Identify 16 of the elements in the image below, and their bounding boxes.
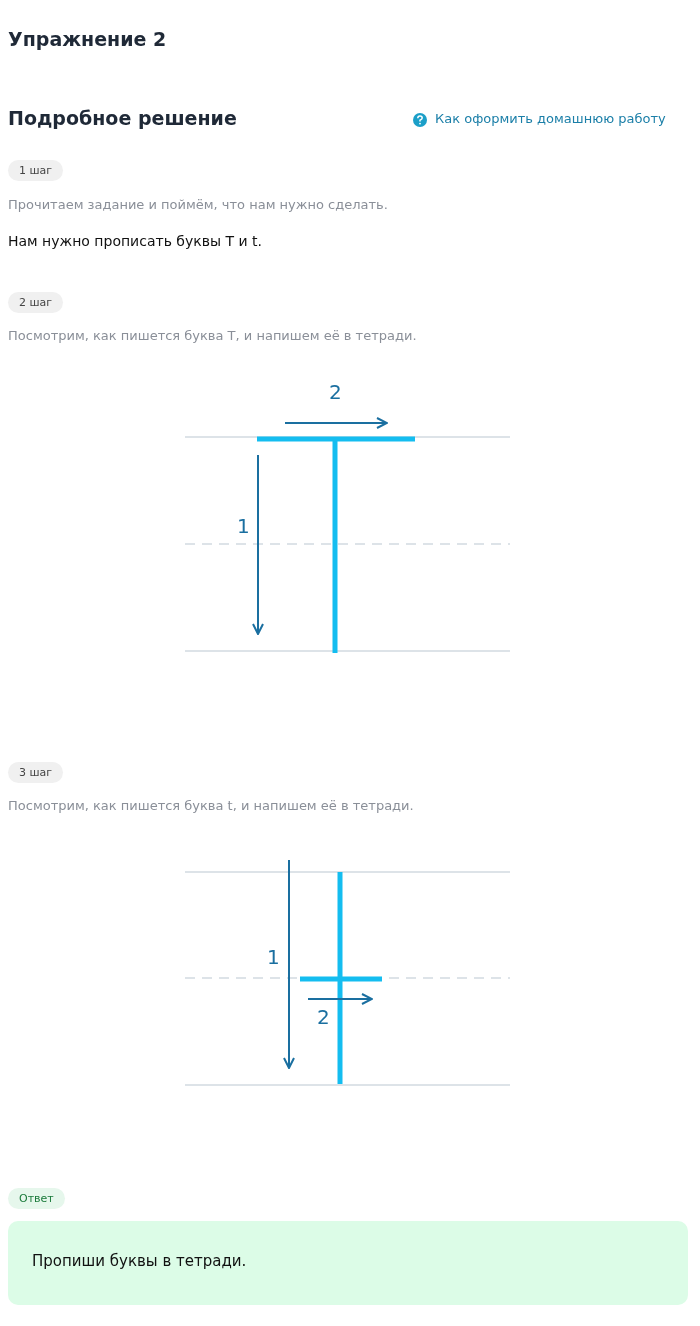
section-heading: Подробное решение <box>8 107 237 129</box>
answer-text: Пропиши буквы в тетради. <box>32 1252 247 1270</box>
stroke-number: 1 <box>237 514 250 538</box>
step-badge: 2 шаг <box>8 292 64 313</box>
step-badge: 3 шаг <box>8 762 64 783</box>
stroke-number: 2 <box>317 1005 330 1029</box>
step-description: Посмотрим, как пишется буква T, и напишем её в тетради. <box>8 328 417 343</box>
step-description: Прочитаем задание и поймём, что нам нужно сделать. <box>8 197 388 212</box>
answer-badge: Ответ <box>8 1188 65 1209</box>
step-text: Нам нужно прописать буквы T и t. <box>8 233 262 249</box>
step-description: Посмотрим, как пишется буква t, и напишем её в тетради. <box>8 798 414 813</box>
stroke-number: 1 <box>267 945 280 969</box>
stroke-number: 2 <box>329 380 342 404</box>
exercise-heading: Упражнение 2 <box>8 28 167 50</box>
help-link: Как оформить домашнюю работу <box>435 111 666 126</box>
step-badge: 1 шаг <box>8 160 64 181</box>
